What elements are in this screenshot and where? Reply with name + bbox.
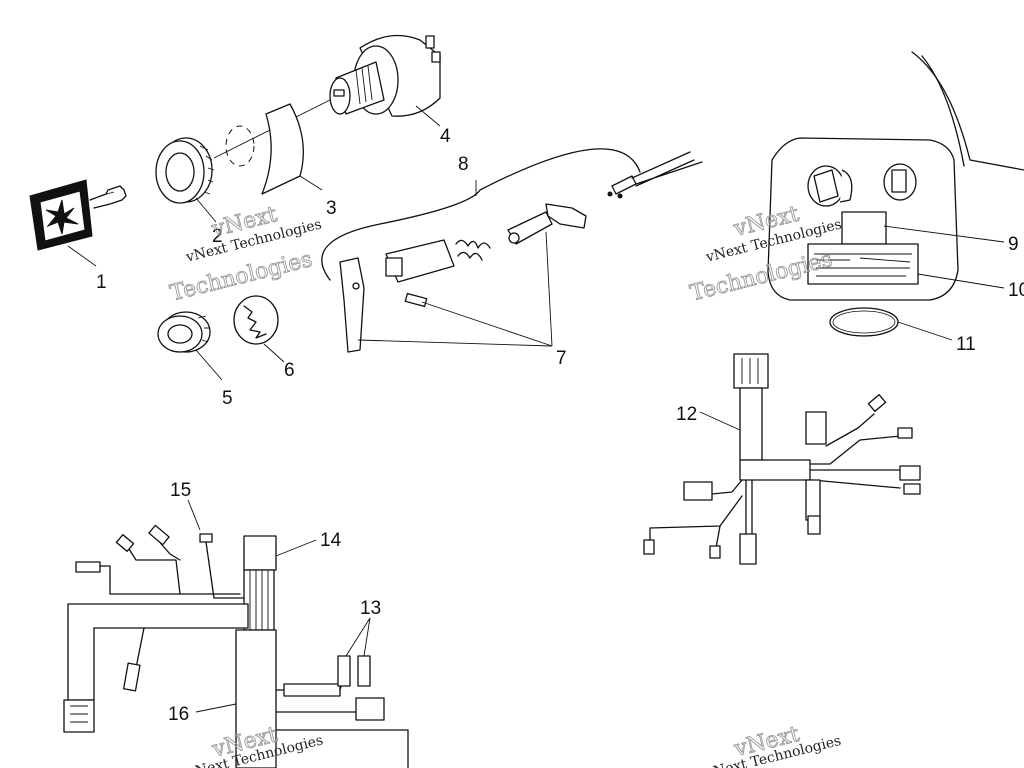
- decal-label: [841, 211, 887, 245]
- callout-11: 11: [956, 334, 976, 355]
- callout-3: 3: [326, 198, 337, 219]
- o-ring: [829, 307, 899, 337]
- callout-4: 4: [440, 126, 451, 147]
- watermark-bottom-right: vNext vNext Technologies: [703, 721, 843, 768]
- callout-6: 6: [284, 360, 295, 381]
- wiring-harness-right: [643, 353, 921, 565]
- kill-switch-cable: [321, 148, 641, 281]
- ignition-key: [29, 179, 127, 251]
- callout-14: 14: [320, 530, 342, 551]
- callout-9: 9: [1008, 234, 1019, 255]
- ignition-switch: [329, 34, 441, 117]
- watermark-top-right: vNext vNext Technologies Technologies: [687, 201, 843, 307]
- curved-plate: [261, 103, 304, 195]
- callout-15: 15: [170, 480, 191, 501]
- callout-16: 16: [168, 704, 189, 725]
- callout-13: 13: [360, 598, 381, 619]
- dash-panel: [767, 51, 1024, 301]
- callout-8: 8: [458, 154, 469, 175]
- callout-7: 7: [556, 348, 567, 369]
- callout-12: 12: [676, 404, 697, 425]
- callout-5: 5: [222, 388, 233, 409]
- bezel-nut: [155, 137, 215, 204]
- callout-10: 10: [1008, 280, 1024, 301]
- callout-1: 1: [96, 272, 107, 293]
- lock-washer: [233, 295, 279, 345]
- callout-2: 2: [212, 226, 223, 247]
- lock-nut: [157, 311, 211, 353]
- cable-end: [607, 151, 703, 199]
- wiring-harness-left: [63, 524, 409, 768]
- watermark-top-left: vNext vNext Technologies Technologies: [167, 202, 323, 307]
- kill-switch-assembly: [339, 203, 587, 353]
- warning-label: [807, 243, 919, 285]
